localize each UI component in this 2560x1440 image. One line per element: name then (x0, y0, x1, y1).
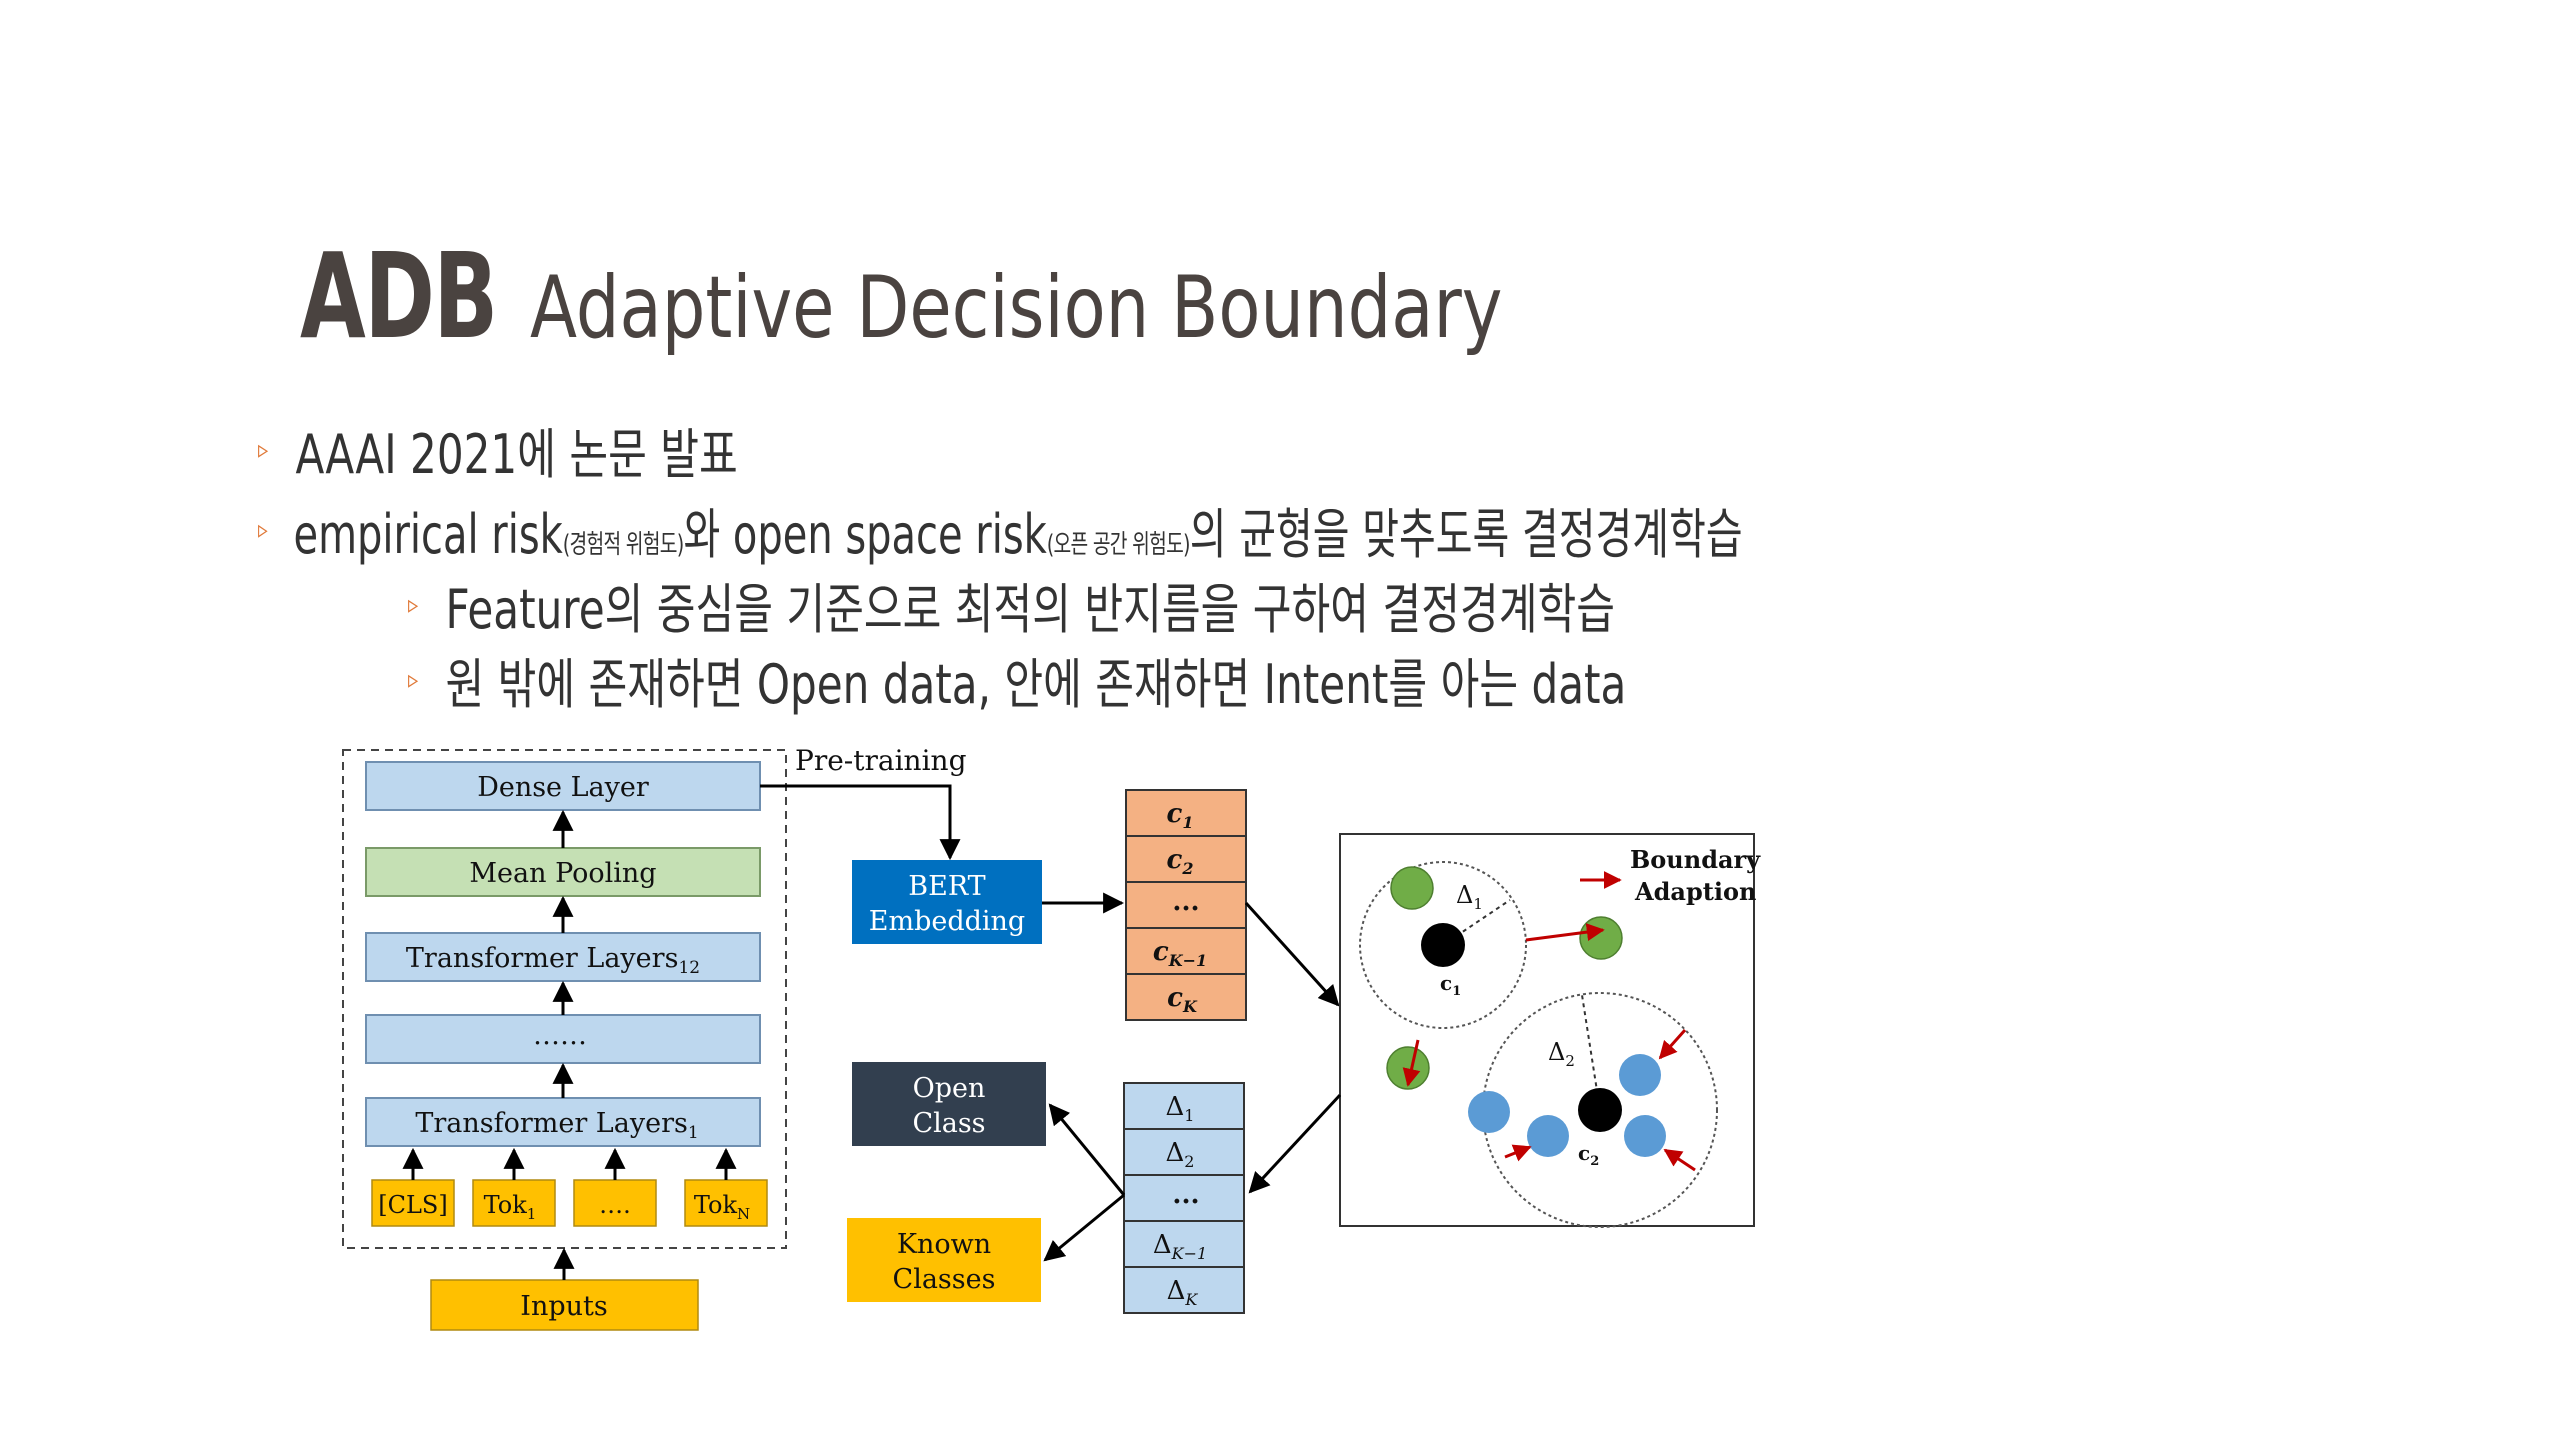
delta-cell: ... (1172, 1180, 1199, 1210)
transformer-layers-1-box: Transformer Layers1 (365, 1097, 761, 1147)
arrow-boundary-to-deltas (1248, 1093, 1342, 1194)
slide-title: ADB Adaptive Decision Boundary (300, 205, 1746, 355)
centroid-c1-dot (1421, 923, 1465, 967)
blue-point (1468, 1091, 1510, 1133)
svg-text:Dense Layer: Dense Layer (477, 772, 649, 803)
triangle-bullet-icon: ▹ (408, 665, 419, 696)
c2-label: c2 (1578, 1141, 1599, 1169)
blue-point (1619, 1054, 1661, 1096)
delta-table: Δ1 Δ2 ... ΔK−1 ΔK (1123, 1082, 1245, 1314)
centroid-cell: ... (1172, 887, 1199, 917)
bullet-item: ▹ empirical risk(경험적 위험도)와 open space ris… (258, 490, 1743, 569)
centroid-c2-dot (1578, 1088, 1622, 1132)
red-adaption-arrow (1525, 923, 1605, 942)
bullet-text-pre: empirical risk (293, 503, 563, 566)
delta-cell: ΔK−1 (1153, 1230, 1207, 1263)
blue-point (1527, 1115, 1569, 1157)
triangle-bullet-icon: ▹ (258, 515, 268, 546)
dense-layer-box: Dense Layer (365, 761, 761, 811)
bullet-text-post: 의 균형을 맞추도록 결정경계학습 (1189, 503, 1743, 566)
svg-text:Class: Class (912, 1108, 985, 1139)
legend-label: Adaption (1634, 877, 1756, 906)
bullet-item: ▹ AAAI 2021에 논문 발표 (258, 410, 738, 489)
inputs-box: Inputs (430, 1279, 699, 1331)
centroid-cell: c2 (1167, 845, 1194, 878)
svg-text:….: …. (599, 1191, 631, 1219)
svg-text:[CLS]: [CLS] (378, 1191, 447, 1219)
triangle-bullet-icon: ▹ (258, 435, 269, 466)
delta-2-label: Δ2 (1548, 1038, 1575, 1070)
green-point (1390, 866, 1434, 910)
red-adaption-arrow (1402, 1039, 1421, 1087)
svg-text:Transformer Layers1: Transformer Layers1 (415, 1108, 698, 1143)
sub-bullet-item: ▹ 원 밖에 존재하면 Open data, 안에 존재하면 Intent를 아는… (408, 640, 1626, 719)
delta-cell: ΔK (1167, 1276, 1199, 1309)
centroid-cell: c1 (1167, 799, 1194, 832)
svg-text:Known: Known (897, 1229, 991, 1260)
bullet-text: AAAI 2021에 논문 발표 (295, 423, 738, 486)
token-ellipsis-box: …. (573, 1179, 657, 1227)
pretraining-label: Pre-training (795, 744, 967, 777)
svg-text:Transformer Layers12: Transformer Layers12 (406, 943, 700, 978)
svg-text:Tok1: Tok1 (484, 1191, 537, 1223)
arrow-deltas-to-known (1043, 1193, 1125, 1262)
svg-text:Classes: Classes (893, 1264, 996, 1295)
token-1-box: Tok1 (472, 1179, 556, 1227)
svg-text:Embedding: Embedding (869, 906, 1025, 937)
bullet-text: Feature의 중심을 기준으로 최적의 반지름을 구하여 결정경계학습 (445, 578, 1615, 641)
transformer-layers-12-box: Transformer Layers12 (365, 932, 761, 982)
bullet-text: 원 밖에 존재하면 Open data, 안에 존재하면 Intent를 아는 … (445, 653, 1627, 716)
green-point (1579, 916, 1623, 960)
arrow-centroids-to-boundary (1244, 901, 1340, 1007)
centroid-cell: cK−1 (1153, 937, 1207, 970)
delta-cell: Δ1 (1166, 1092, 1195, 1125)
token-n-box: TokN (684, 1179, 768, 1227)
mean-pooling-box: Mean Pooling (365, 847, 761, 897)
arrow-deltas-to-open (1048, 1103, 1126, 1196)
triangle-bullet-icon: ▹ (408, 590, 419, 621)
pretraining-arrow (760, 784, 961, 861)
delta-cell: Δ2 (1166, 1138, 1195, 1171)
bert-embedding-box: BERT Embedding (852, 860, 1042, 944)
sub-bullet-item: ▹ Feature의 중심을 기준으로 최적의 반지름을 구하여 결정경계학습 (408, 565, 1615, 644)
red-adaption-arrow (1663, 1148, 1696, 1172)
red-adaption-arrow (1658, 1029, 1687, 1060)
delta-1-label: Δ1 (1456, 881, 1483, 913)
bullet-note: (오픈 공간 위험도) (1046, 530, 1191, 560)
centroid-cell: cK (1167, 983, 1198, 1016)
blue-point (1624, 1115, 1666, 1157)
svg-text:Inputs: Inputs (520, 1291, 607, 1322)
legend-label: Boundary (1630, 845, 1761, 874)
boundary-circle-1 (1359, 861, 1527, 1029)
token-cls-box: [CLS] (371, 1179, 455, 1227)
title-full: Adaptive Decision Boundary (530, 258, 1503, 358)
c1-label: c1 (1440, 971, 1461, 999)
red-adaption-arrow (1504, 1144, 1532, 1162)
svg-text:BERT: BERT (908, 871, 985, 902)
svg-text:TokN: TokN (694, 1191, 750, 1223)
bullet-text-mid: 와 open space risk (683, 503, 1047, 566)
centroid-table: c1 c2 ... cK−1 cK (1125, 789, 1247, 1021)
svg-text:Mean Pooling: Mean Pooling (469, 858, 656, 889)
boundary-panel: Δ1 Δ2 c1 c2 Boundary Adaption (1339, 833, 1761, 1228)
known-classes-box: Known Classes (847, 1218, 1041, 1302)
open-class-box: Open Class (852, 1062, 1046, 1146)
bullet-note: (경험적 위험도) (562, 530, 684, 560)
svg-text:……: …… (533, 1020, 587, 1051)
svg-text:Open: Open (913, 1073, 986, 1104)
ellipsis-layer-box: …… (365, 1014, 761, 1064)
